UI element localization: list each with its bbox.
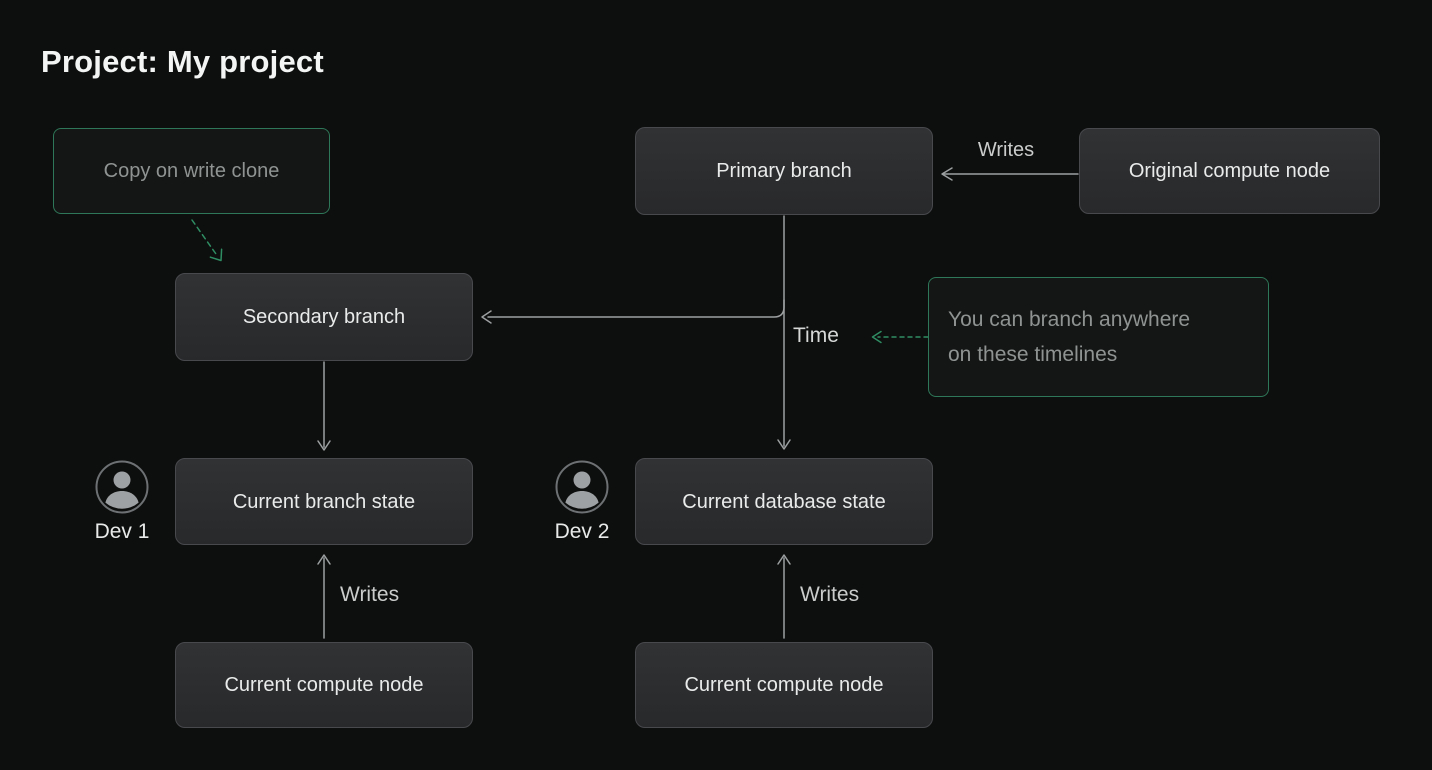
time-label: Time: [793, 324, 839, 347]
copy-on-write-clone-annotation: Copy on write clone: [53, 128, 330, 214]
copy-on-write-clone-label: Copy on write clone: [103, 159, 280, 182]
page-title: Project: My project: [41, 44, 324, 79]
branch-anywhere-line2: on these timelines: [948, 343, 1118, 366]
branch-anywhere-line1: You can branch anywhere: [948, 308, 1191, 331]
current-compute-node-right-label: Current compute node: [684, 674, 884, 696]
current-database-state-label: Current database state: [682, 490, 886, 513]
writes-label-top: Writes: [977, 139, 1035, 161]
current-branch-state-node: Current branch state: [175, 458, 473, 545]
current-database-state-node: Current database state: [635, 458, 933, 545]
original-compute-node: Original compute node: [1079, 128, 1380, 214]
arrowhead-into-secondary: [481, 310, 492, 324]
arrowhead-writes-top: [941, 167, 953, 181]
arrowhead-note-to-time: [871, 330, 882, 344]
primary-branch-label: Primary branch: [716, 160, 852, 182]
branch-anywhere-annotation: You can branch anywhere on these timelin…: [928, 277, 1269, 397]
dev1-label: Dev 1: [94, 520, 150, 543]
primary-branch-node: Primary branch: [635, 127, 933, 215]
original-compute-node-label: Original compute node: [1128, 160, 1331, 182]
arrowhead-into-database-state: [777, 439, 791, 450]
writes-label-right: Writes: [800, 583, 860, 606]
arrowhead-writes-left: [317, 554, 331, 565]
secondary-branch-label: Secondary branch: [242, 306, 406, 328]
arrowhead-clone-to-secondary: [209, 248, 223, 262]
dev2-user-icon: [555, 460, 609, 514]
arrowhead-writes-right: [777, 554, 791, 565]
current-compute-node-left: Current compute node: [175, 642, 473, 728]
current-branch-state-label: Current branch state: [232, 490, 416, 513]
arrowhead-into-branch-state: [317, 440, 331, 451]
line-branch-to-secondary: [487, 299, 785, 318]
dashed-arrow-clone-to-secondary: [191, 219, 217, 255]
dev2-label: Dev 2: [554, 520, 610, 543]
secondary-branch-node: Secondary branch: [175, 273, 473, 361]
current-compute-node-right: Current compute node: [635, 642, 933, 728]
current-compute-node-left-label: Current compute node: [224, 674, 424, 696]
dev1-user-icon: [95, 460, 149, 514]
writes-label-left: Writes: [340, 583, 400, 606]
